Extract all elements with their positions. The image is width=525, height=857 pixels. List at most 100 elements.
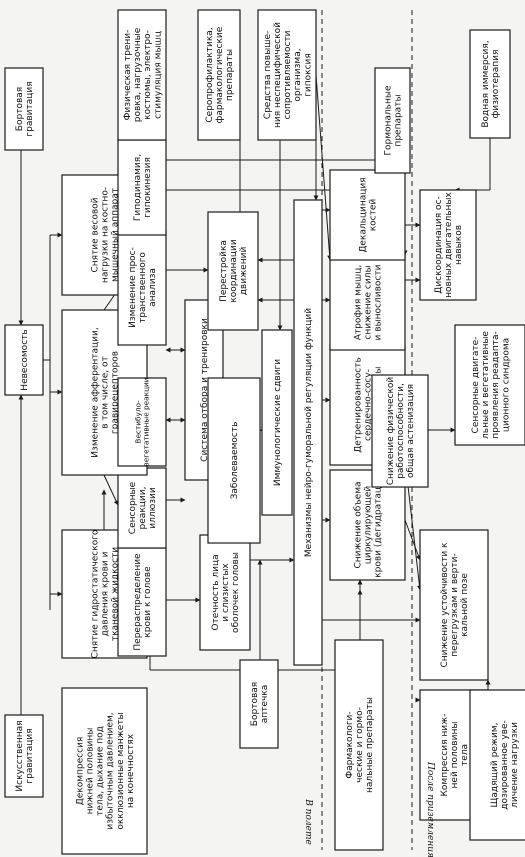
box-text-line: перегрузкам и верти- xyxy=(450,553,460,656)
box-text-line: стимуляция мышц xyxy=(153,31,163,119)
box-artificial-gravity: Искусственнаягравитация xyxy=(4,714,44,798)
box-text-line: Сенсорные xyxy=(128,481,138,534)
box-text-line: в том числе, от xyxy=(101,356,111,428)
box-text-line: Искусственная xyxy=(15,720,25,791)
box-text: Фармакологи-ческие и гормо-нальные препа… xyxy=(345,697,375,793)
box-text: Физическая трени-ровка, нагрузочныекостю… xyxy=(123,27,163,122)
box-text-line: навыков xyxy=(454,225,464,265)
box-frame xyxy=(197,9,241,141)
box-text-line: Снижение объема xyxy=(354,481,364,568)
box-text-line: фармакологические xyxy=(215,26,225,123)
box-text-line: дозированное уве- xyxy=(500,720,510,810)
box-text: Атрофия мышц,снижение силыи выносливости xyxy=(354,264,384,340)
box-frame xyxy=(371,374,429,488)
box-text: Декальцинациякостей xyxy=(359,177,379,252)
box-text-line: Водная иммерсия, xyxy=(481,40,491,127)
box-text-line: Гормональные xyxy=(384,85,394,155)
box-text: Снятие гидростатическогодавления крови и… xyxy=(91,529,121,658)
box-frame xyxy=(4,324,44,396)
box-text: Бортоваягравитация xyxy=(15,81,35,136)
box-text-line: Бортовая xyxy=(250,682,260,726)
box-text: Снятие весовойнагрузки на костно-мышечны… xyxy=(91,187,121,283)
box-text-line: Дискоординация ос- xyxy=(434,196,444,293)
box-text: Снижение физическойработоспособности,общ… xyxy=(386,377,416,486)
box-hypodynamia: Гиподинамия,гипокинезия xyxy=(117,139,167,236)
box-frame xyxy=(239,659,279,749)
box-frame xyxy=(469,689,525,841)
box-text-line: Заболеваемость xyxy=(230,422,240,500)
box-text-line: ционного синдрома xyxy=(501,338,511,432)
box-text-line: ческие и гормо- xyxy=(355,707,365,783)
box-text: Невесомость xyxy=(20,329,30,390)
box-text-line: Снижение физической xyxy=(386,377,396,486)
box-text-line: костюмы, электро- xyxy=(143,30,153,120)
box-frame xyxy=(117,467,167,549)
box-sensory-illusions: Сенсорныереакции,иллюзии xyxy=(117,467,167,549)
box-frame xyxy=(329,169,406,261)
box-text-line: Физическая трени- xyxy=(123,30,133,121)
box-text-line: Снятие гидростатического xyxy=(91,529,101,658)
box-text-line: ней половины xyxy=(450,722,460,789)
box-text-line: тканевой жидкости xyxy=(111,547,121,641)
box-text-line: крови (дегидратация) xyxy=(374,472,384,578)
box-text-line: общая астенизация xyxy=(406,384,416,478)
box-hormonal: Гормональныепрепараты xyxy=(374,67,411,174)
box-frame xyxy=(374,67,411,174)
box-text-line: сопротивляемости xyxy=(283,30,293,119)
box-spatial-analysis: Изменение прос-транственногоанализа xyxy=(117,229,167,346)
box-text-line: на конечностях xyxy=(126,733,136,808)
box-text-line: Детренированность xyxy=(354,357,364,453)
box-frame xyxy=(261,329,293,516)
box-text-line: организма, xyxy=(293,48,303,101)
box-text: Средства повыше-ния неспецифическойсопро… xyxy=(263,22,313,128)
box-frame xyxy=(334,639,384,851)
box-text: Перестройкакоординациидвижений xyxy=(219,239,249,303)
box-text-line: Отечность лица xyxy=(211,554,221,630)
box-discoordination: Дискоординация ос-новных двигательныхнав… xyxy=(419,189,477,301)
box-decompression: Декомпрессиянижней половинытела, дыхание… xyxy=(61,687,148,855)
diagram-boxes: БортоваягравитацияНевесомостьИскусственн… xyxy=(4,9,525,855)
box-text: Отечность лицаи слизистыхоболочек головы xyxy=(211,552,241,633)
box-text-line: движений xyxy=(239,247,249,296)
box-text-line: Иммунологические сдвиги xyxy=(273,359,283,486)
box-text-line: Изменение афферентации, xyxy=(91,327,101,457)
box-text-line: сердечно-сосу- xyxy=(364,369,374,441)
box-text-line: аптечка xyxy=(260,685,270,723)
box-text-line: анализа xyxy=(148,268,158,307)
box-frame xyxy=(117,9,167,141)
box-text: Механизмы нейро-гуморальной регуляции фу… xyxy=(304,308,314,557)
box-text-line: костей xyxy=(369,199,379,232)
box-text-line: работоспособности, xyxy=(396,383,406,479)
box-text: Декомпрессиянижней половинытела, дыхание… xyxy=(75,712,135,829)
box-nonspecific: Средства повыше-ния неспецифическойсопро… xyxy=(257,9,317,141)
connector xyxy=(404,519,421,561)
box-text-line: Декальцинация xyxy=(359,177,369,252)
box-serum: Серопрофилактика,фармакологическиепрепар… xyxy=(197,9,241,141)
box-text-line: личение нагрузки xyxy=(510,722,520,808)
box-frame xyxy=(207,377,261,544)
box-text: Заболеваемость xyxy=(230,422,240,500)
box-frame xyxy=(257,9,317,141)
box-text: Серопрофилактика,фармакологическиепрепар… xyxy=(205,26,235,123)
box-water-immersion: Водная иммерсия,физиотерапия xyxy=(469,29,511,139)
box-text: Система отбора и тренировки xyxy=(200,318,210,462)
box-frame xyxy=(469,29,511,139)
box-text-line: оболочек головы xyxy=(231,552,241,633)
box-text-line: Снятие весовой xyxy=(91,197,101,272)
box-text-line: давления крови и xyxy=(101,551,111,636)
box-text-line: Система отбора и тренировки xyxy=(200,318,210,462)
box-face-edema: Отечность лицаи слизистыхоболочек головы xyxy=(199,534,251,651)
box-pharm-hormonal: Фармакологи-ческие и гормо-нальные препа… xyxy=(334,639,384,851)
box-decalcination: Декальцинациякостей xyxy=(329,169,406,261)
box-onboard-first-aid: Бортоваяаптечка xyxy=(239,659,279,749)
box-text-line: Гиподинамия, xyxy=(133,154,143,221)
connector xyxy=(315,74,333,261)
box-text: Бортоваяаптечка xyxy=(250,682,270,726)
box-frame xyxy=(199,534,251,651)
box-text-line: циркулирующей xyxy=(364,486,374,565)
box-text-line: Перераспределение xyxy=(133,553,143,651)
box-text-line: ровка, нагрузочные xyxy=(133,27,143,122)
box-physical-training: Физическая трени-ровка, нагрузочныекостю… xyxy=(117,9,167,141)
box-text-line: Атрофия мышц, xyxy=(354,265,364,341)
box-text-line: проявления реадапта- xyxy=(491,331,501,439)
